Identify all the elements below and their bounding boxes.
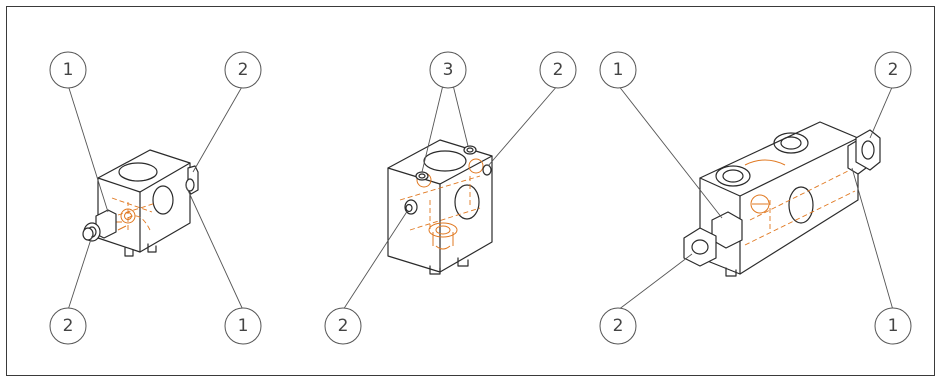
svg-text:2: 2 <box>613 316 624 336</box>
view-1-leader-lines <box>67 84 244 311</box>
callout-item-number: 2 <box>324 307 362 345</box>
view-3-leader-lines <box>617 84 894 311</box>
svg-text:2: 2 <box>888 60 899 80</box>
callout-item-number: 3 <box>429 51 467 89</box>
svg-text:1: 1 <box>613 60 624 80</box>
svg-text:2: 2 <box>238 60 249 80</box>
view-3-valve-block <box>683 121 881 277</box>
view-1-valve-block <box>82 149 199 257</box>
view-2-leader-lines <box>342 84 559 311</box>
callout-item-number: 1 <box>874 307 912 345</box>
callout-item-number: 1 <box>599 51 637 89</box>
callout-item-number: 2 <box>49 307 87 345</box>
callout-item-number: 1 <box>49 51 87 89</box>
view-2-valve-block <box>387 139 493 275</box>
callout-item-number: 2 <box>224 51 262 89</box>
svg-text:2: 2 <box>63 316 74 336</box>
callout-item-number: 2 <box>874 51 912 89</box>
svg-text:1: 1 <box>63 60 74 80</box>
view-3-callouts: 1 2 2 1 <box>599 51 912 345</box>
svg-text:3: 3 <box>443 60 454 80</box>
svg-text:1: 1 <box>238 316 249 336</box>
view-1-callouts: 1 2 2 1 <box>49 51 262 345</box>
svg-text:1: 1 <box>888 316 899 336</box>
svg-text:2: 2 <box>553 60 564 80</box>
view-2-callouts: 3 2 2 <box>324 51 577 345</box>
svg-text:2: 2 <box>338 316 349 336</box>
callout-item-number: 1 <box>224 307 262 345</box>
callout-item-number: 2 <box>539 51 577 89</box>
callout-item-number: 2 <box>599 307 637 345</box>
